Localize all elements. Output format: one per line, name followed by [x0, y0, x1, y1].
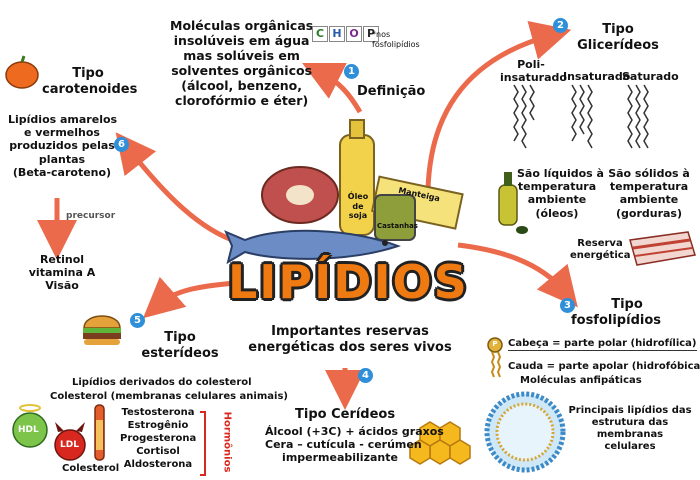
badge-6: 6	[114, 137, 129, 152]
bacon-icon	[629, 231, 696, 266]
amphipathic-text: Moléculas anfipáticas	[520, 375, 642, 386]
arrow-carotenoides	[115, 132, 239, 245]
food-illustration	[224, 119, 464, 265]
poly-label: Poli-insaturado	[500, 58, 567, 85]
definition-label: Definição	[357, 84, 426, 99]
arrow-fosfolipidios	[457, 242, 578, 308]
arrow-definicao	[302, 63, 363, 114]
burger-icon	[83, 315, 121, 345]
main-title: LIPÍDIOS	[228, 255, 469, 309]
olive-oil-icon	[498, 172, 528, 234]
chop-note: *nos fosfolipídios	[372, 30, 420, 49]
hormones-label: Hormônios	[221, 411, 233, 473]
tail-text: Cauda = parte apolar (hidrofóbica)	[508, 361, 700, 372]
cholesterol-derived-text: Lipídios derivados do colesterol	[72, 377, 252, 388]
badge-1: 1	[344, 64, 359, 79]
badge-4: 4	[358, 368, 373, 383]
glyceride-chains	[513, 84, 649, 149]
honeycomb-icon	[409, 421, 471, 465]
cholesterol-membrane-text: Colesterol (membranas celulares animais)	[50, 391, 288, 402]
ldl-label: LDL	[60, 440, 79, 450]
cholesterol-label: Colesterol	[62, 463, 120, 474]
definition-text: Moléculas orgânicas insolúveis em água m…	[170, 18, 314, 108]
badge-5: 5	[130, 313, 145, 328]
hormones-bracket	[200, 411, 206, 476]
pumpkin-icon	[5, 55, 39, 89]
badge-3: 3	[560, 298, 575, 313]
membrane-vesicle-icon	[484, 391, 566, 473]
nuts-label: Castanhas	[377, 222, 418, 230]
arrow-glicerideos	[425, 20, 572, 191]
precursor-label: precursor	[66, 211, 116, 221]
hdl-ldl-characters	[12, 404, 105, 461]
arrow-esterideos	[142, 276, 237, 319]
hdl-label: HDL	[18, 425, 39, 435]
saturated-label: Saturado	[622, 70, 679, 83]
phospholipid-icon	[487, 337, 503, 378]
cerides-title: Tipo Cerídeos	[295, 407, 396, 422]
unsaturated-label: Insaturado	[563, 70, 631, 83]
oil-label: Óleo de soja	[347, 192, 369, 221]
p-head-label: P	[492, 340, 498, 348]
badge-2: 2	[553, 18, 568, 33]
head-text: Cabeça = parte polar (hidrofílica)	[508, 338, 697, 351]
